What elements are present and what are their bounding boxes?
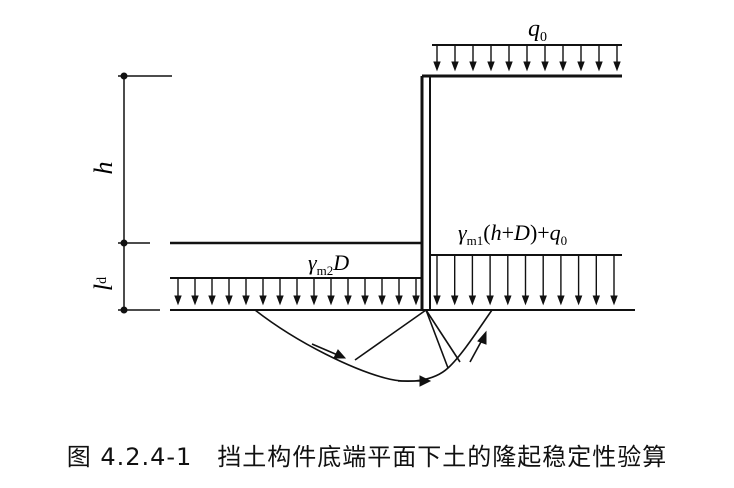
load-arrow [361, 278, 369, 306]
load-arrow [451, 45, 459, 72]
figure-caption: 图 4.2.4-1 挡土构件底端平面下土的隆起稳定性验算 [0, 437, 734, 472]
load-arrow [523, 45, 531, 72]
load-arrow [225, 278, 233, 306]
load-arrow [487, 45, 495, 72]
load-arrow [595, 45, 603, 72]
load-arrow [450, 255, 459, 306]
load-arrow [505, 45, 513, 72]
dimension-line [118, 72, 172, 314]
load-arrow [557, 255, 565, 306]
slip-surface [254, 309, 493, 382]
failure-mechanism [254, 309, 493, 382]
load-arrow [242, 278, 250, 306]
caption-text: 挡土构件底端平面下土的隆起稳定性验算 [217, 443, 668, 471]
left-load-arrows [174, 278, 420, 306]
load-arrow [592, 255, 601, 306]
load-arrow [293, 278, 301, 306]
caption-number: 图 4.2.4-1 [66, 443, 193, 471]
load-arrow [613, 45, 621, 72]
load-arrow [486, 255, 494, 306]
load-arrow [412, 278, 420, 306]
right-load-arrows [433, 255, 618, 306]
load-arrow [310, 278, 318, 306]
load-arrow [208, 278, 216, 306]
load-arrow [521, 255, 530, 306]
movement-arrows [311, 330, 487, 387]
load-arrow [469, 45, 477, 72]
retaining-wall [420, 76, 431, 310]
load-arrow [541, 45, 549, 72]
heave-stability-diagram: q0 h ld γm1(h+D)+q0 γm2D [89, 16, 635, 387]
load-arrow [259, 278, 267, 306]
right-bottom-load [430, 254, 622, 306]
load-arrow [433, 45, 441, 72]
load-arrow [327, 278, 335, 306]
load-arrow [559, 45, 567, 72]
top-surcharge-load [432, 44, 622, 72]
load-arrow [174, 278, 182, 306]
load-arrow [468, 255, 477, 306]
load-arrow [344, 278, 352, 306]
label-h: h [89, 162, 118, 175]
label-right-load: γm1(h+D)+q0 [458, 220, 567, 248]
load-arrow [378, 278, 386, 306]
top-load-arrows [433, 45, 621, 72]
left-bottom-load [170, 277, 422, 306]
load-arrow [191, 278, 199, 306]
load-arrow [539, 255, 547, 306]
label-q0: q0 [528, 16, 547, 45]
load-arrow [276, 278, 284, 306]
load-arrow [610, 255, 618, 306]
load-arrow [574, 255, 583, 306]
label-left-load: γm2D [308, 250, 349, 278]
load-arrow [395, 278, 403, 306]
load-arrow [577, 45, 585, 72]
label-ld: ld [89, 277, 118, 291]
load-arrow [433, 255, 441, 306]
load-arrow [504, 255, 512, 306]
